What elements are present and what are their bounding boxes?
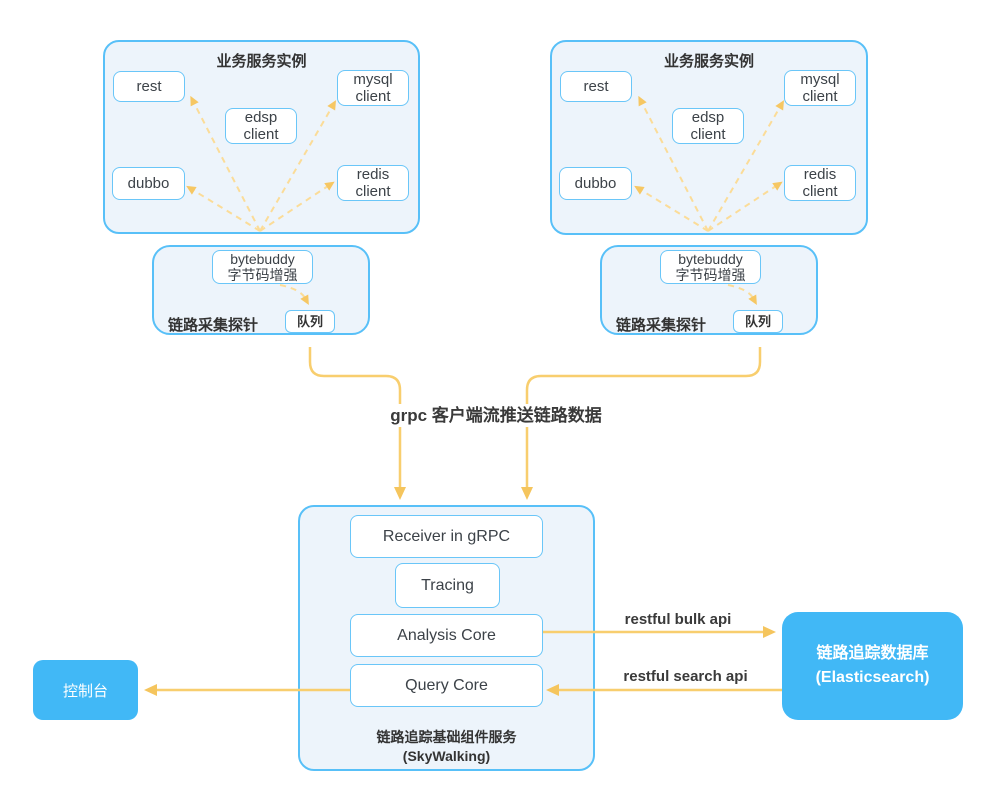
- grpc-stream-label-text: grpc 客户端流推送链路数据: [384, 404, 608, 427]
- node-bytebuddy-left: bytebuddy 字节码增强: [212, 250, 313, 284]
- probe-left-label: 链路采集探针: [168, 317, 259, 334]
- arrow-left-probe-to-receiver: [308, 347, 406, 500]
- node-receiver-grpc: Receiver in gRPC: [350, 515, 543, 558]
- node-edsp-client-left: edsp client: [225, 108, 297, 144]
- node-rest-left: rest: [113, 71, 185, 102]
- dashed-arrows-right-group: [634, 95, 785, 305]
- service-group-left-title: 业务服务实例: [216, 53, 307, 70]
- node-dubbo-right: dubbo: [559, 167, 632, 200]
- node-mysql-client-left: mysql client: [337, 70, 409, 106]
- node-bytebuddy-right: bytebuddy 字节码增强: [660, 250, 761, 284]
- node-rest-right: rest: [560, 71, 632, 102]
- restful-search-api-label: restful search api: [623, 668, 748, 685]
- node-edsp-client-right: edsp client: [672, 108, 744, 144]
- node-query-core: Query Core: [350, 664, 543, 707]
- probe-right-label: 链路采集探针: [616, 317, 707, 334]
- arrow-right-probe-to-receiver: [521, 347, 762, 500]
- grpc-stream-label: grpc 客户端流推送链路数据: [346, 401, 646, 427]
- console-box: 控制台: [33, 660, 138, 720]
- node-queue-right: 队列: [733, 310, 783, 333]
- skywalking-caption: 链路追踪基础组件服务 (SkyWalking): [376, 729, 517, 764]
- dashed-arrows-left-group: [186, 95, 337, 305]
- node-queue-left: 队列: [285, 310, 335, 333]
- solid-flow-arrows: [144, 347, 782, 696]
- node-redis-client-right: redis client: [784, 165, 856, 201]
- node-dubbo-left: dubbo: [112, 167, 185, 200]
- storage-elasticsearch-box: 链路追踪数据库 (Elasticsearch): [782, 612, 963, 720]
- node-analysis-core: Analysis Core: [350, 614, 543, 657]
- node-tracing: Tracing: [395, 563, 500, 608]
- node-redis-client-left: redis client: [337, 165, 409, 201]
- restful-bulk-api-label: restful bulk api: [624, 611, 732, 628]
- service-group-right-title: 业务服务实例: [663, 53, 754, 70]
- node-mysql-client-right: mysql client: [784, 70, 856, 106]
